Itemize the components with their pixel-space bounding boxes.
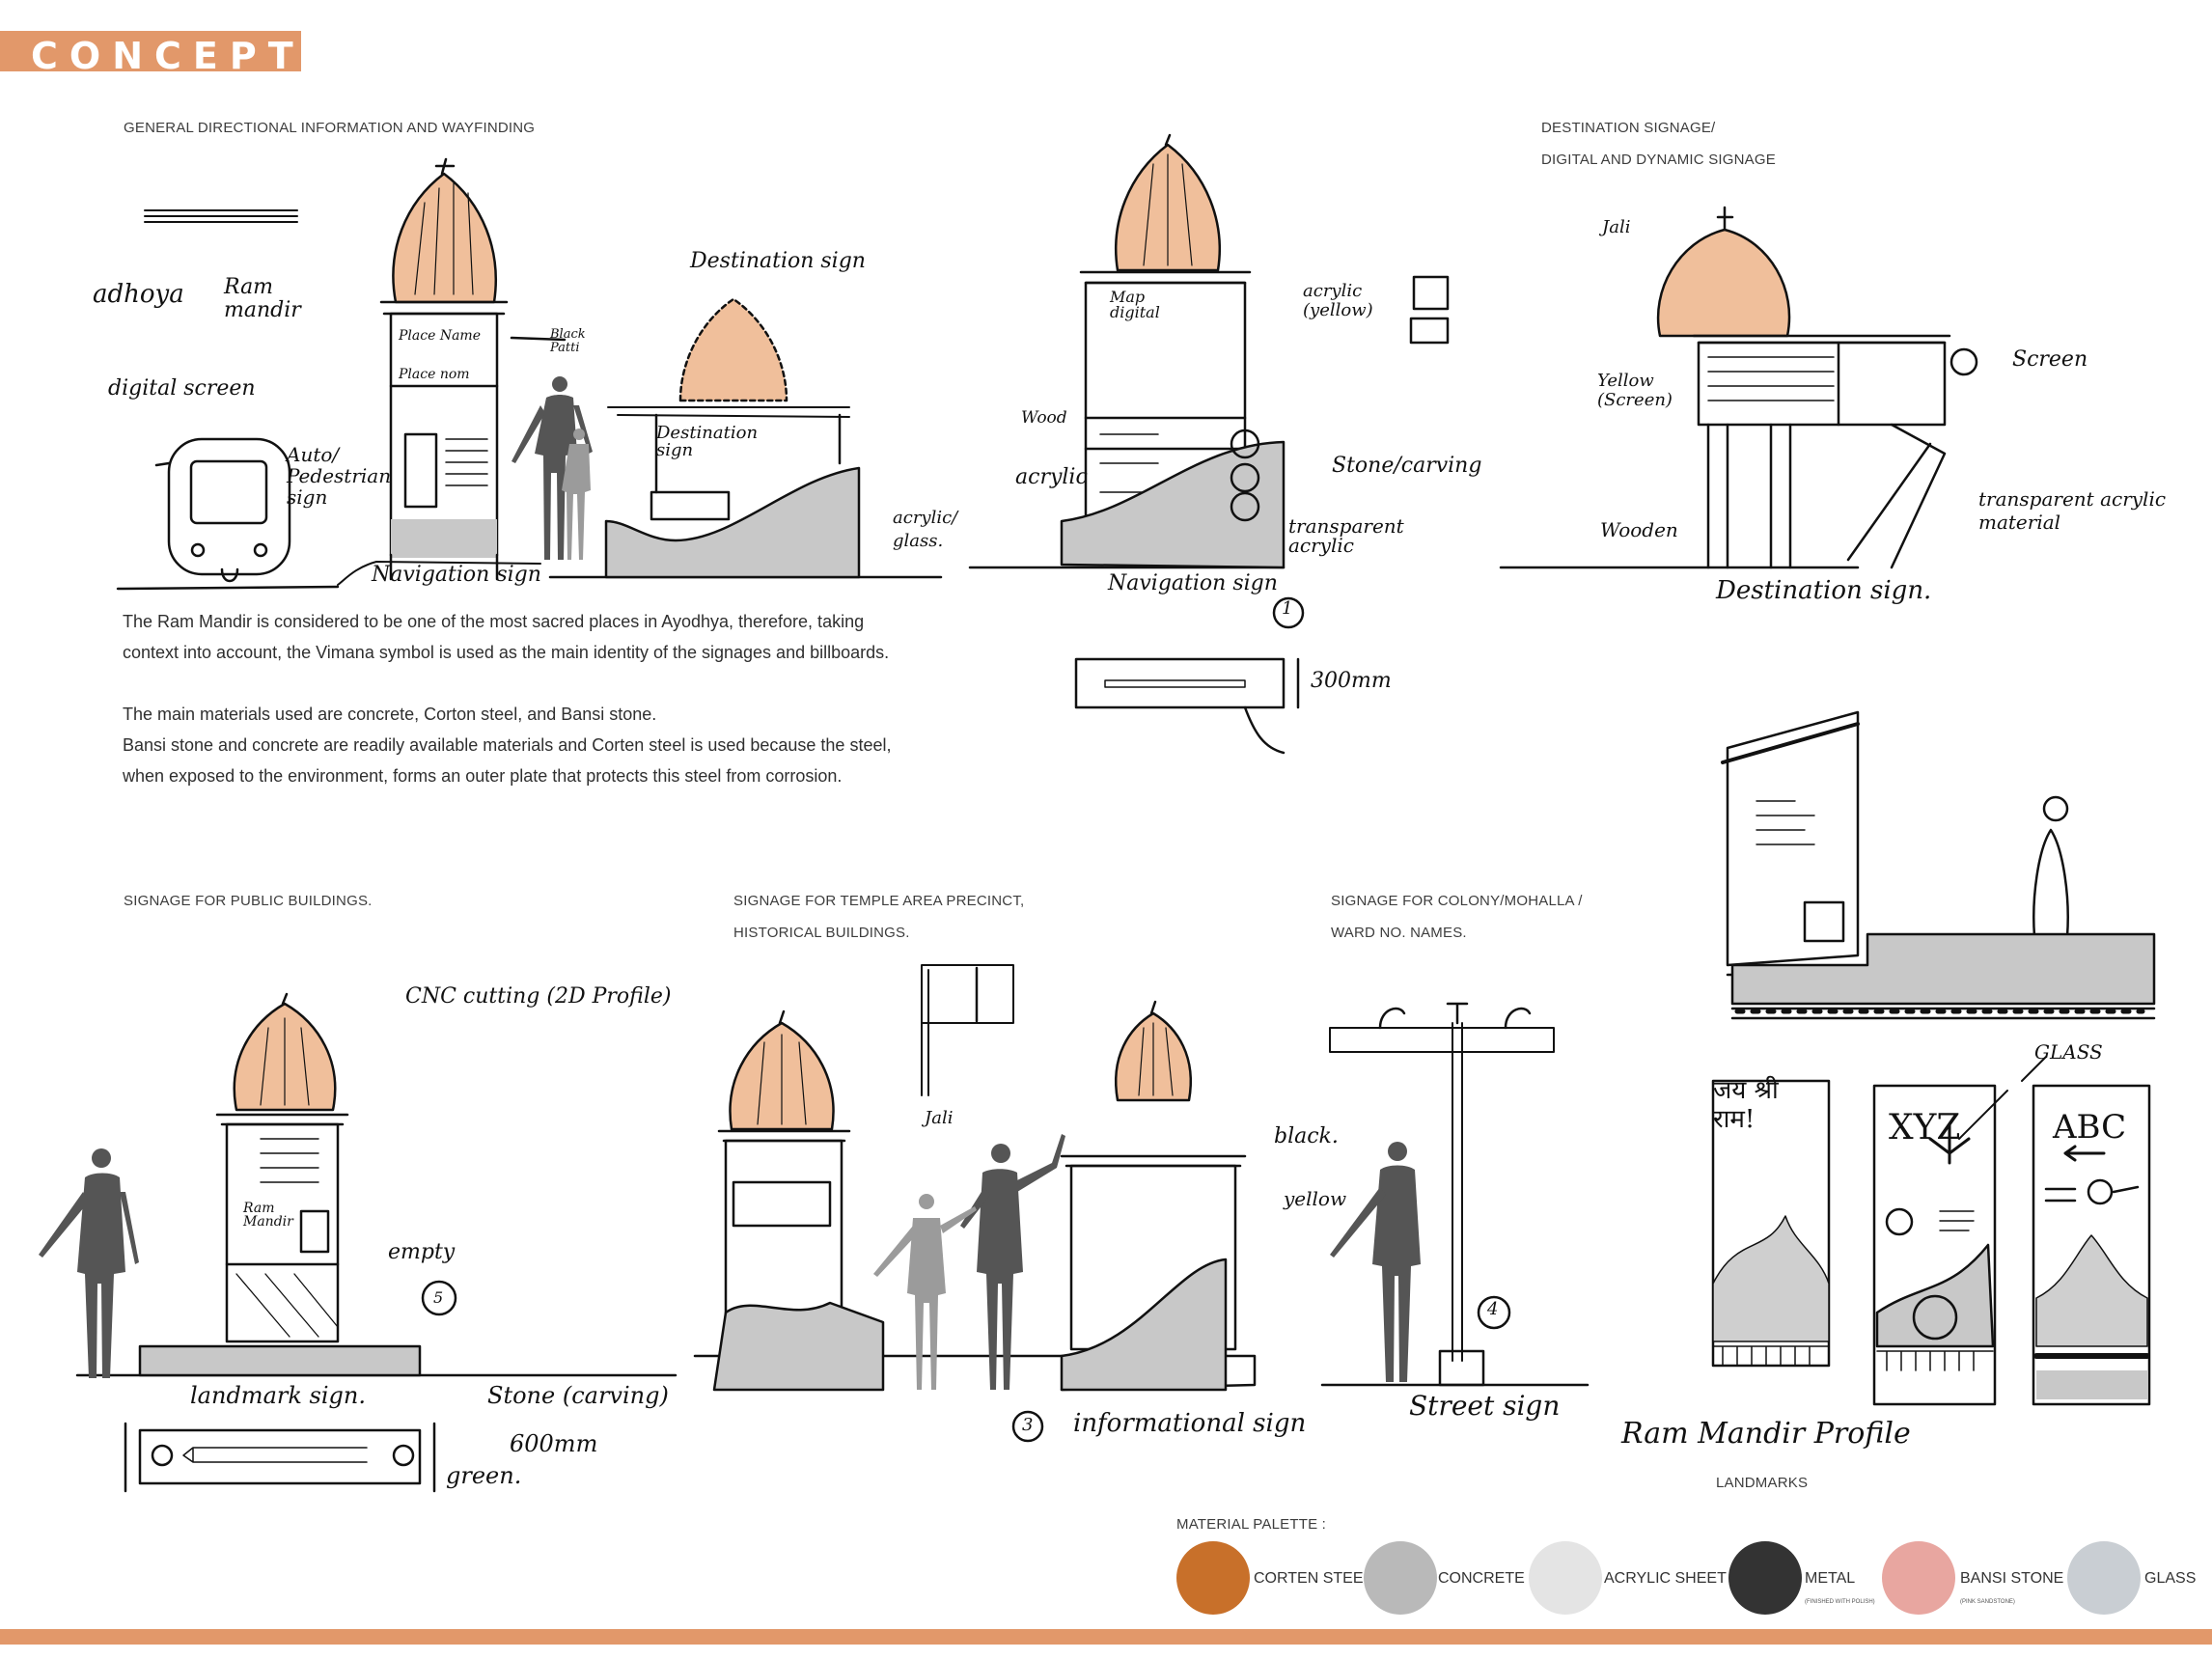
sketch-informational [695, 965, 1255, 1441]
swatch-label: ACRYLIC SHEET [1604, 1570, 1727, 1588]
swatch-label: GLASS [2144, 1570, 2196, 1588]
sketch-destination [1501, 207, 1977, 567]
sketch-directional [118, 159, 941, 589]
annotation: Black Patti [550, 328, 608, 355]
annotation: Ram Mandir [243, 1202, 259, 1229]
annotation: Yellow (Screen) [1597, 372, 1665, 410]
annotation: 600mm [510, 1430, 597, 1457]
annotation: Destination sign [656, 425, 772, 459]
annotation: 5 [433, 1288, 443, 1307]
annotation: Jali [1602, 217, 1630, 237]
annotation: 3 [1022, 1415, 1033, 1435]
swatch-sub: (FINISHED WITH POLISH) [1805, 1599, 1875, 1605]
annotation: acrylic [1015, 465, 1088, 489]
annotation: Street sign [1409, 1390, 1560, 1422]
annotation: Stone/carving [1332, 454, 1481, 478]
annotation: Destination sign [690, 249, 866, 273]
sketch-landmark [39, 994, 676, 1491]
sketch-navigation [970, 135, 1448, 753]
swatch-label: BANSI STONE [1960, 1570, 2063, 1588]
annotation: 300mm [1311, 669, 1392, 693]
annotation: transparent acrylic [1288, 516, 1414, 555]
annotation: 4 [1487, 1299, 1498, 1319]
annotation: yellow [1284, 1187, 1346, 1210]
annotation: acrylic/ glass. [893, 507, 951, 553]
annotation: Auto/ Pedestrian sign [287, 444, 383, 508]
annotation: Map digital [1110, 290, 1168, 320]
annotation: Navigation sign [372, 563, 541, 587]
annotation: black. [1274, 1124, 1339, 1148]
annotation: CNC cutting (2D Profile) [405, 984, 671, 1009]
bottom-bar [0, 1629, 2212, 1645]
annotation: landmark sign. [190, 1382, 366, 1409]
annotation: Ram mandir [224, 276, 301, 322]
annotation: Wooden [1600, 518, 1678, 541]
swatch-sub: (PINK SANDSTONE) [1960, 1599, 2015, 1605]
annotation: Wood [1021, 408, 1067, 428]
swatch-glass [2067, 1541, 2141, 1615]
annotation: GLASS [2034, 1040, 2103, 1064]
swatch-metal [1728, 1541, 1802, 1615]
annotation: transparent acrylic material [1978, 487, 2200, 534]
annotation: empty [388, 1240, 455, 1264]
swatch-bansi-stone [1882, 1541, 1955, 1615]
annotation: informational sign [1073, 1409, 1306, 1438]
annotation: Destination sign. [1716, 576, 1931, 605]
swatch-acrylic-sheet [1529, 1541, 1602, 1615]
annotation: 1 [1282, 598, 1292, 619]
annotation: Screen [2012, 347, 2088, 372]
annotation: adhoya [93, 280, 184, 309]
annotation: Jali [925, 1108, 953, 1128]
swatch-concrete [1364, 1541, 1437, 1615]
annotation: XYZ [1889, 1108, 1960, 1147]
annotation: जय श्री राम! [1713, 1076, 1810, 1134]
sketch-street [1322, 1004, 1588, 1385]
palette-title: MATERIAL PALETTE : [1176, 1516, 1326, 1533]
annotation: acrylic (yellow) [1303, 282, 1390, 320]
swatch-label: CONCRETE [1438, 1570, 1525, 1588]
annotation: Ram Mandir Profile [1621, 1417, 1911, 1451]
annotation: Place nom [399, 367, 470, 382]
annotation: green. [446, 1462, 521, 1489]
annotation: digital screen [108, 376, 256, 401]
swatch-label: CORTEN STEEL [1254, 1570, 1371, 1588]
swatch-label: METAL [1805, 1570, 1855, 1588]
annotation: ABC [2053, 1108, 2126, 1147]
annotation: Navigation sign [1108, 571, 1278, 595]
swatch-corten-steel [1176, 1541, 1250, 1615]
annotation: Place Name [399, 328, 481, 344]
annotation: Stone (carving) [487, 1382, 669, 1409]
